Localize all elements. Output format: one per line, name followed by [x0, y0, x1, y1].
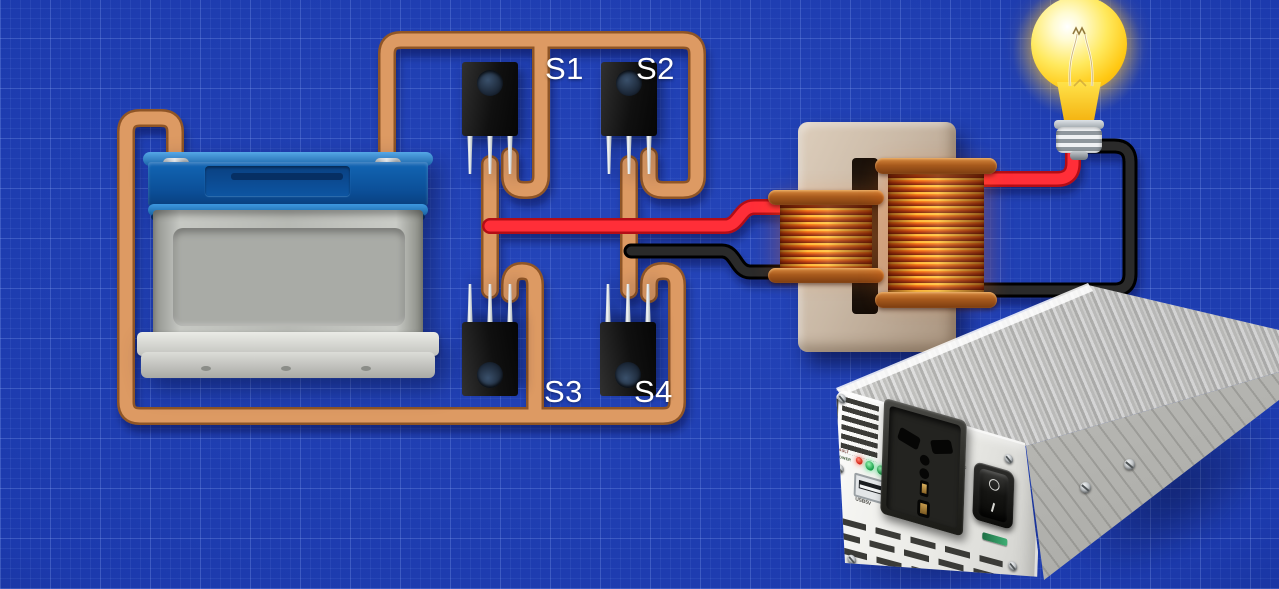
- car-battery: [137, 148, 439, 382]
- universal-ac-socket: [880, 397, 967, 537]
- copper-wires: [117, 31, 706, 425]
- copper-positive-rail-core: [380, 33, 704, 197]
- black-bridge-to-primary-core: [626, 246, 795, 277]
- transistor-leg: [646, 136, 652, 174]
- transistor-leg: [467, 136, 473, 174]
- copper-s1-branch-core: [503, 33, 548, 197]
- red-bridge-to-primary-core: [484, 201, 796, 232]
- transistor-mounting-hole: [477, 70, 503, 96]
- coil-shading: [888, 171, 984, 295]
- socket-slot-right: [929, 439, 954, 455]
- transistor-s2: [601, 62, 657, 174]
- socket-contact: [921, 483, 927, 495]
- black-bulb-to-secondary-core: [978, 141, 1135, 295]
- battery-handle-slot: [231, 173, 343, 180]
- bulb-screw-base: [1056, 127, 1102, 153]
- primary-top-flange: [768, 190, 884, 205]
- battery-base-dot: [201, 366, 211, 371]
- incandescent-bulb: [1012, 0, 1144, 170]
- label-s1: S1: [545, 51, 584, 86]
- transistor-leg: [606, 136, 612, 174]
- socket-recess: [886, 405, 961, 529]
- secondary-bottom-flange: [875, 292, 997, 308]
- label-s4: S4: [634, 374, 673, 409]
- bulb-glass: [1031, 0, 1127, 92]
- battery-handle-recess: [205, 166, 350, 196]
- battery-label-panel: [173, 228, 405, 326]
- secondary-top-flange: [875, 158, 997, 174]
- socket-contact: [919, 502, 928, 515]
- transistor-leg: [604, 284, 612, 322]
- copper-s3-branch-core: [503, 264, 542, 423]
- battery-top-body: [148, 162, 428, 206]
- transistor-leg: [466, 284, 474, 322]
- transistor-leg: [487, 136, 493, 174]
- primary-bottom-flange: [768, 268, 884, 283]
- transistor-s1: [462, 62, 518, 174]
- transistor-leg: [486, 284, 494, 322]
- socket-round-hole: [919, 453, 930, 467]
- red-secondary-to-bulb-core: [979, 132, 1079, 185]
- transistor-leg: [507, 136, 513, 174]
- transistor-mounting-hole: [477, 362, 503, 388]
- black-wires: [623, 138, 1138, 298]
- side-screw: [1080, 482, 1091, 493]
- battery-base-dot: [361, 366, 371, 371]
- copper-negative-return-core: [119, 111, 684, 423]
- label-s3: S3: [544, 374, 583, 409]
- transformer-primary-winding: [780, 201, 872, 271]
- transistor-mounting-hole: [616, 70, 642, 96]
- side-screw: [1124, 459, 1135, 470]
- battery-base-dot: [281, 366, 291, 371]
- bulb-collar: [1054, 120, 1104, 129]
- bulb-neck: [1057, 82, 1101, 126]
- bulb-filament: [1068, 26, 1094, 87]
- transistor-leg: [644, 284, 652, 322]
- bulb-base-tip: [1070, 151, 1088, 160]
- socket-round-hole: [919, 467, 930, 481]
- transistor-s3: [462, 284, 518, 396]
- transistor-leg: [626, 136, 632, 174]
- socket-slot-left: [896, 426, 921, 451]
- transistor-leg: [506, 284, 514, 322]
- battery-base: [141, 352, 435, 378]
- transistor-leg: [624, 284, 632, 322]
- label-s2: S2: [636, 51, 675, 86]
- red-wires: [482, 130, 1081, 234]
- coil-shading: [780, 201, 872, 271]
- transformer-secondary-winding: [888, 171, 984, 295]
